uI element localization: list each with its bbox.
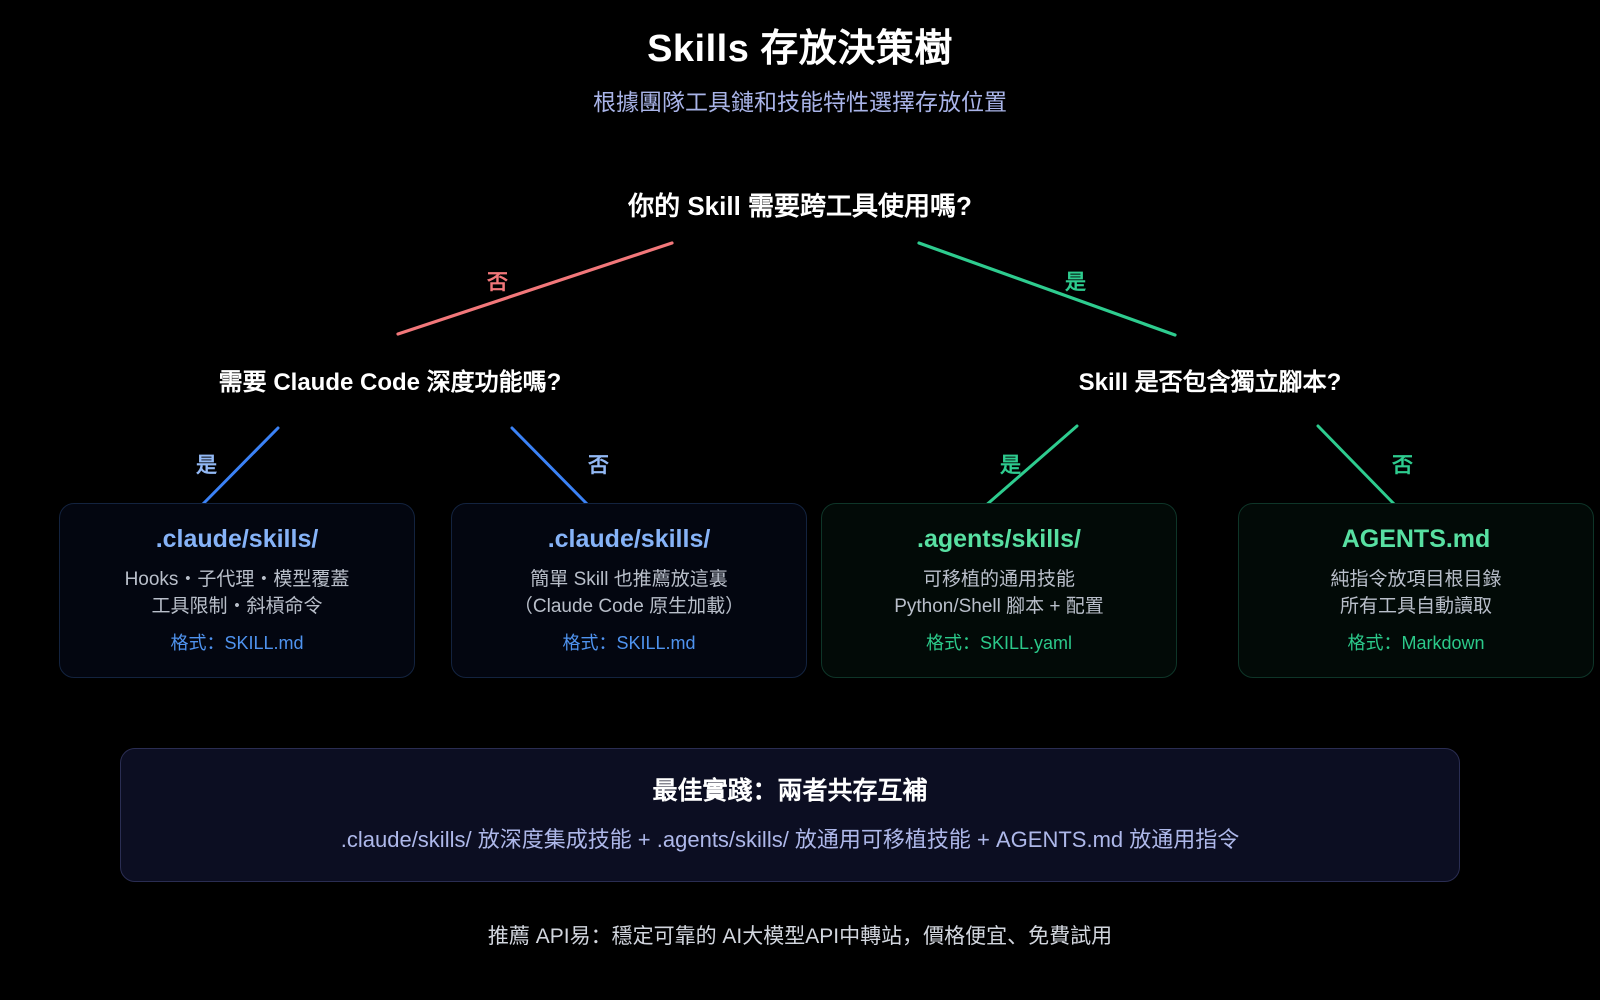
edge-right-to-card3 <box>982 424 1079 509</box>
card-title: .claude/skills/ <box>547 525 711 554</box>
card-line-2: 所有工具自動讀取 <box>1339 595 1492 617</box>
card-title: .claude/skills/ <box>155 525 319 554</box>
edge-left-to-card2 <box>510 426 591 508</box>
card-line-2: Python/Shell 腳本 + 配置 <box>894 595 1104 617</box>
outcome-card-agents-md: AGENTS.md 純指令放項目根目錄 所有工具自動讀取 格式：Markdown <box>1238 503 1594 678</box>
edge-label-right-no: 否 <box>1392 454 1413 477</box>
edge-root-to-left <box>396 241 674 336</box>
best-practice-panel: 最佳實踐：兩者共存互補 .claude/skills/ 放深度集成技能 + .a… <box>120 748 1460 882</box>
card-title: AGENTS.md <box>1341 525 1491 554</box>
best-practice-title: 最佳實踐：兩者共存互補 <box>652 776 928 805</box>
card-line-1: Hooks・子代理・模型覆蓋 <box>124 568 350 590</box>
best-practice-body: .claude/skills/ 放深度集成技能 + .agents/skills… <box>340 826 1240 852</box>
outcome-card-claude-skills-deep: .claude/skills/ Hooks・子代理・模型覆蓋 工具限制・斜槓命令… <box>59 503 415 678</box>
card-format: 格式：SKILL.yaml <box>925 632 1073 653</box>
root-question: 你的 Skill 需要跨工具使用嗎? <box>628 191 972 221</box>
page-title: Skills 存放決策樹 <box>647 28 953 70</box>
edge-label-root-yes: 是 <box>1065 271 1086 294</box>
edge-right-to-card4 <box>1316 424 1398 508</box>
card-line-2: 工具限制・斜槓命令 <box>151 595 323 617</box>
edge-label-left-no: 否 <box>588 454 609 477</box>
outcome-card-claude-skills-simple: .claude/skills/ 簡單 Skill 也推薦放這裏 （Claude … <box>451 503 807 678</box>
footer-note: 推薦 API易：穩定可靠的 AI大模型API中轉站，價格便宜、免費試用 <box>487 925 1113 948</box>
card-line-1: 簡單 Skill 也推薦放這裏 <box>530 568 728 590</box>
card-format: 格式：SKILL.md <box>562 632 696 653</box>
card-title: .agents/skills/ <box>917 525 1081 554</box>
outcome-card-agents-skills: .agents/skills/ 可移植的通用技能 Python/Shell 腳本… <box>821 503 1177 678</box>
left-branch-question: 需要 Claude Code 深度功能嗎? <box>218 369 562 396</box>
card-format: 格式：Markdown <box>1347 632 1485 653</box>
card-line-2: （Claude Code 原生加載） <box>513 595 745 617</box>
edge-label-right-yes: 是 <box>1000 454 1021 477</box>
card-format: 格式：SKILL.md <box>170 632 304 653</box>
header: Skills 存放決策樹 根據團隊工具鏈和技能特性選擇存放位置 <box>0 26 1600 117</box>
card-line-1: 純指令放項目根目錄 <box>1330 568 1502 590</box>
edge-label-left-yes: 是 <box>196 454 217 477</box>
page-subtitle: 根據團隊工具鏈和技能特性選擇存放位置 <box>593 88 1007 115</box>
card-line-1: 可移植的通用技能 <box>922 568 1075 590</box>
edge-root-to-right <box>917 241 1177 337</box>
right-branch-question: Skill 是否包含獨立腳本? <box>1078 369 1342 396</box>
edge-label-root-no: 否 <box>487 271 508 294</box>
